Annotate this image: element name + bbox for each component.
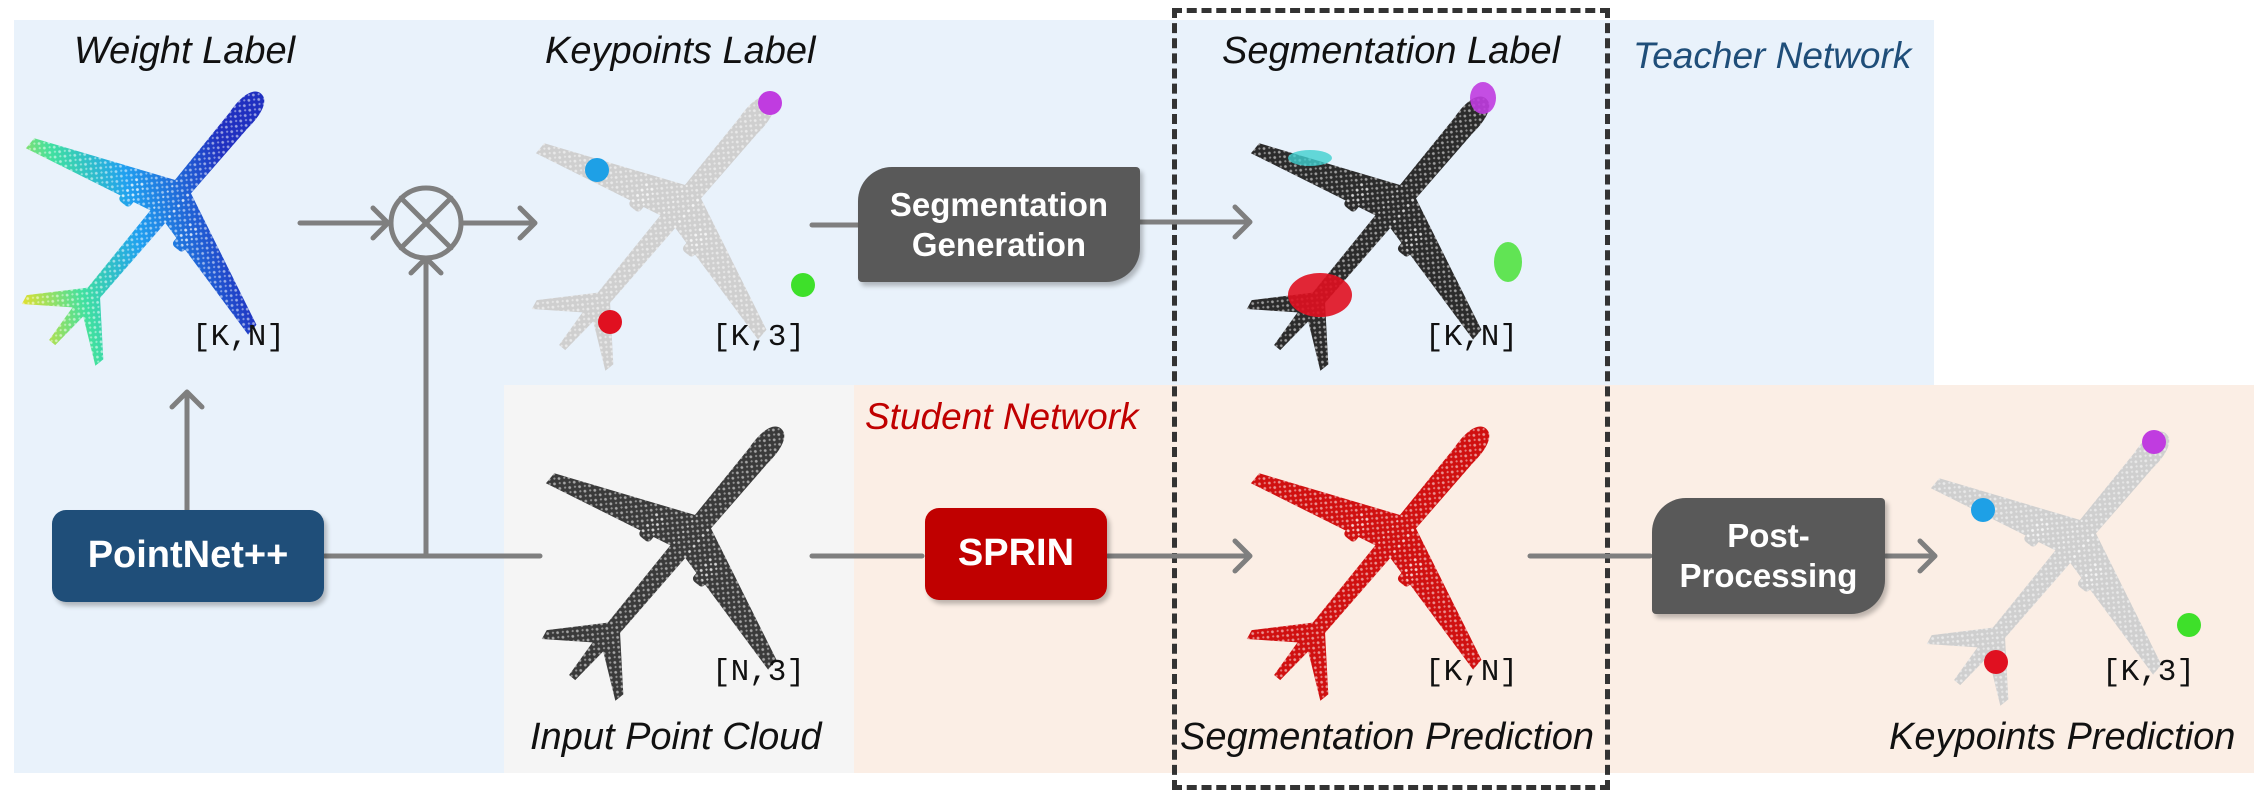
seg-red-region: [1288, 273, 1352, 317]
pointnet-box: PointNet++: [52, 510, 324, 602]
post-processing-box: Post-Processing: [1652, 498, 1885, 614]
input-plane: [461, 335, 893, 771]
weight-label-title: Weight Label: [74, 30, 296, 72]
keypoint-blue: [585, 158, 609, 182]
pred-keypoint-green: [2177, 613, 2201, 637]
pred-keypoint-red: [1984, 650, 2008, 674]
teacher-network-label: Teacher Network: [1633, 35, 1912, 76]
weight-dim: [K,N]: [192, 320, 286, 355]
keypoints-dim: [K,3]: [712, 320, 806, 355]
arrow-seggen-to-seglabel: [1137, 204, 1253, 240]
input-point-cloud-title: Input Point Cloud: [530, 716, 822, 758]
highlight-dashed-box: [1172, 8, 1610, 790]
seg-green-region: [1494, 242, 1522, 282]
arrow-multiply-to-keypoints: [458, 205, 538, 241]
keypoints-label-title: Keypoints Label: [545, 30, 816, 72]
arrow-post-to-kppred: [1883, 538, 1938, 574]
pred-keypoint-purple: [2142, 430, 2166, 454]
segmentation-label-title: Segmentation Label: [1222, 30, 1561, 72]
segmentation-prediction-title: Segmentation Prediction: [1180, 716, 1595, 758]
seg-prediction-plane: [1166, 335, 1598, 771]
arrow-to-multiply: [408, 255, 444, 559]
input-dim: [N,3]: [712, 655, 806, 690]
arrow-weight-to-multiply: [297, 205, 391, 241]
seg-purple-region: [1470, 82, 1496, 114]
multiply-cross: [398, 195, 454, 251]
segmentation-generation-box: Segmentation Generation: [858, 167, 1140, 282]
seg-cyan-region: [1288, 150, 1332, 166]
keypoint-red: [598, 310, 622, 334]
arrow-pointnet-to-weight: [169, 389, 205, 518]
keypoint-green: [791, 273, 815, 297]
input-region: [504, 385, 854, 773]
kp-pred-dim: [K,3]: [2102, 655, 2196, 690]
sprin-box: SPRIN: [925, 508, 1107, 600]
keypoints-prediction-title: Keypoints Prediction: [1889, 716, 2236, 758]
segmentation-dim: [K,N]: [1425, 320, 1519, 355]
pred-keypoint-blue: [1971, 498, 1995, 522]
arrow-sprin-to-segpred: [1105, 538, 1253, 574]
seg-pred-dim: [K,N]: [1425, 655, 1519, 690]
keypoint-purple: [758, 91, 782, 115]
student-network-label: Student Network: [865, 396, 1139, 437]
